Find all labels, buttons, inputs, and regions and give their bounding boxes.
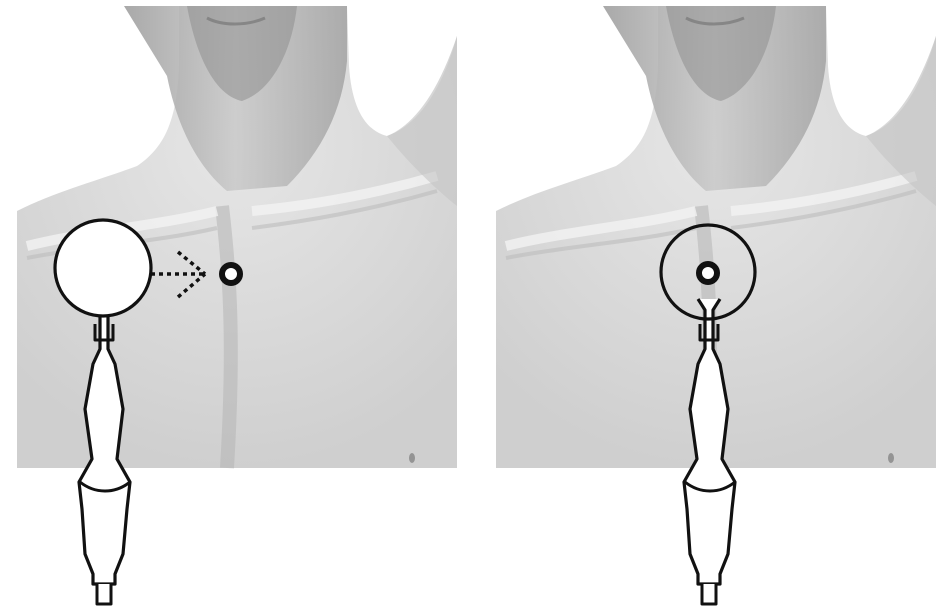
panel-after	[496, 6, 936, 604]
target-point-icon	[222, 265, 240, 283]
target-point-icon	[699, 264, 717, 282]
panel-before	[17, 6, 457, 604]
